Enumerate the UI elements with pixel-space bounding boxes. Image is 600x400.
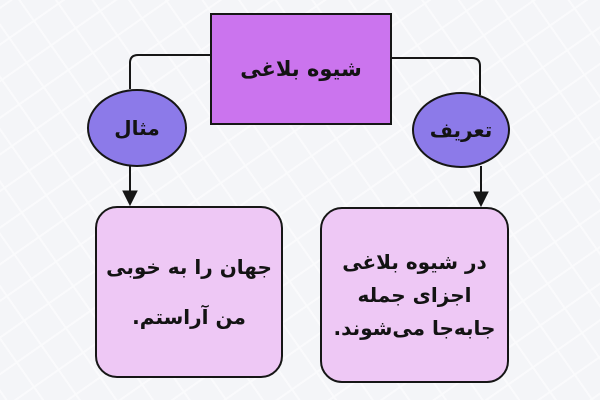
definition-leaf-line-2: اجزای جمله xyxy=(357,283,472,307)
oval-node-example: مثال xyxy=(87,89,187,167)
arrowhead-example-down-icon xyxy=(122,190,138,207)
connector-root-to-definition xyxy=(392,57,481,95)
oval-node-definition-label: تعریف xyxy=(429,118,493,142)
oval-node-definition: تعریف xyxy=(412,92,510,168)
example-leaf-line-2: من آراستم. xyxy=(132,305,246,329)
leaf-node-definition-text: در شیوه بلاغی اجزای جمله جابه‌جا می‌شوند… xyxy=(320,207,509,383)
leaf-node-example-text: جهان را به خوبی من آراستم. xyxy=(95,206,283,378)
definition-leaf-line-3: جابه‌جا می‌شوند. xyxy=(333,316,496,340)
connector-root-to-example xyxy=(129,54,210,89)
definition-leaf-line-1: در شیوه بلاغی xyxy=(342,250,487,274)
root-node-label: شیوه بلاغی xyxy=(240,57,362,81)
arrowhead-definition-down-icon xyxy=(473,191,489,208)
example-leaf-line-1: جهان را به خوبی xyxy=(106,255,272,279)
oval-node-example-label: مثال xyxy=(114,116,160,140)
root-node-rhetorical-style: شیوه بلاغی xyxy=(210,13,392,125)
